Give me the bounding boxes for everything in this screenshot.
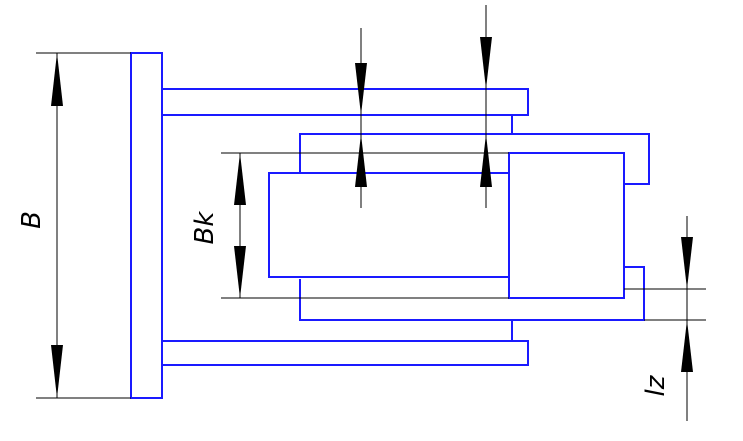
dimension-b: B <box>17 52 131 399</box>
lower-arm <box>161 340 529 366</box>
dimension-bk: Bk <box>190 152 509 299</box>
dim-b-arrow-bottom <box>51 345 63 398</box>
insert-body <box>268 172 510 278</box>
upper-holder <box>299 133 650 185</box>
lower-holder <box>299 266 645 321</box>
dim-b-arrow-top <box>51 53 63 106</box>
part-outlines <box>130 52 650 399</box>
dim-bk-arrow-top <box>234 153 246 205</box>
gap-leader-1-arrow-up <box>355 134 367 187</box>
gap-leader-2-arrow-up <box>480 134 492 187</box>
gap-leader-2-arrow-down <box>480 37 492 89</box>
dim-b-label: B <box>17 211 47 229</box>
dim-lz-label: lz <box>641 374 671 396</box>
dim-bk-arrow-bottom <box>234 246 246 298</box>
dim-lz-arrow-up <box>681 320 693 372</box>
dim-bk-label: Bk <box>190 211 220 245</box>
base-plate <box>130 52 163 399</box>
insert-head <box>508 152 625 299</box>
dimension-lz: lz <box>624 216 706 421</box>
dim-lz-arrow-down <box>681 237 693 289</box>
gap-leader-1-arrow-down <box>355 63 367 115</box>
upper-arm <box>161 88 529 116</box>
gap-leaders <box>355 5 492 208</box>
